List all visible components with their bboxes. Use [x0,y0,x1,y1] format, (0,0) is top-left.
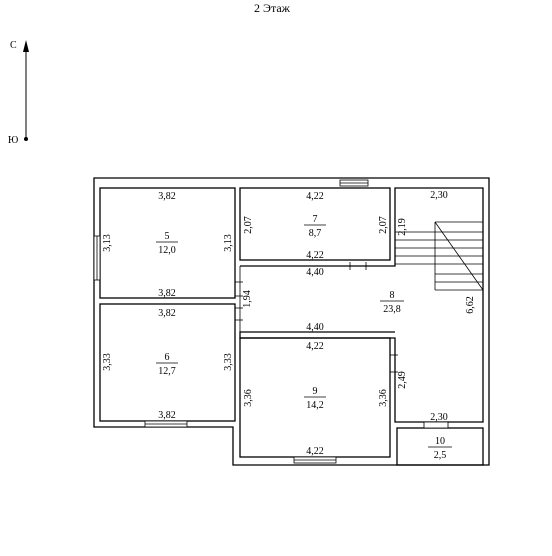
floor-title: 2 Этаж [254,1,291,15]
window-room-10 [423,421,449,429]
room-9-area: 14,2 [306,400,324,411]
compass-arrow-icon [23,40,29,52]
dim-r6-bottom: 3,82 [158,410,176,421]
dim-r7-bottom: 4,22 [306,250,324,261]
compass: С Ю [8,40,29,146]
dim-r8-left: 1,94 [242,290,253,308]
dim-r9-bottom: 4,22 [306,446,324,457]
dim-r9-right: 3,36 [378,389,389,407]
compass-north-label: С [10,40,17,51]
dim-r8-stair-side: 2,19 [397,218,408,236]
dim-r7-left: 2,07 [243,216,254,234]
room-8-outline [239,187,484,423]
room-8-area: 23,8 [383,304,401,315]
compass-south-dot [24,137,28,141]
dim-r5-top: 3,82 [158,191,176,202]
room-5-number: 5 [165,231,170,242]
staircase [395,221,484,291]
dim-r9-left: 3,36 [243,389,254,407]
compass-south-label: Ю [8,135,18,146]
room-5-area: 12,0 [158,245,176,256]
room-10-number: 10 [435,436,445,447]
room-6-area: 12,7 [158,366,176,377]
dim-r8-lower: 2,49 [397,371,408,389]
dim-r8-top: 4,40 [306,267,324,278]
dim-r8-right: 6,62 [465,296,476,314]
dim-r5-right: 3,13 [223,234,234,252]
room-8-number: 8 [390,290,395,301]
dim-r7-top: 4,22 [306,191,324,202]
room-7-outline [239,187,391,261]
dim-r5-left: 3,13 [102,234,113,252]
dim-r8-bottom: 4,40 [306,322,324,333]
windows [93,179,449,464]
dim-r8-stair-bottom: 2,30 [430,412,448,423]
room-7-number: 7 [313,214,318,225]
dim-r6-right: 3,33 [223,353,234,371]
room-7-area: 8,7 [309,228,322,239]
dim-r9-top: 4,22 [306,341,324,352]
dim-r6-top: 3,82 [158,308,176,319]
room-9-number: 9 [313,386,318,397]
dim-r5-bottom: 3,82 [158,288,176,299]
room-9-outline [239,337,391,458]
dim-r6-left: 3,33 [102,353,113,371]
door-marks [235,262,398,373]
room-10-area: 2,5 [434,450,447,461]
room-6-number: 6 [165,352,170,363]
outer-wall [93,177,490,466]
room-5-outline [99,187,236,299]
dim-r7-right: 2,07 [378,216,389,234]
dim-r8-stair-top: 2,30 [430,190,448,201]
